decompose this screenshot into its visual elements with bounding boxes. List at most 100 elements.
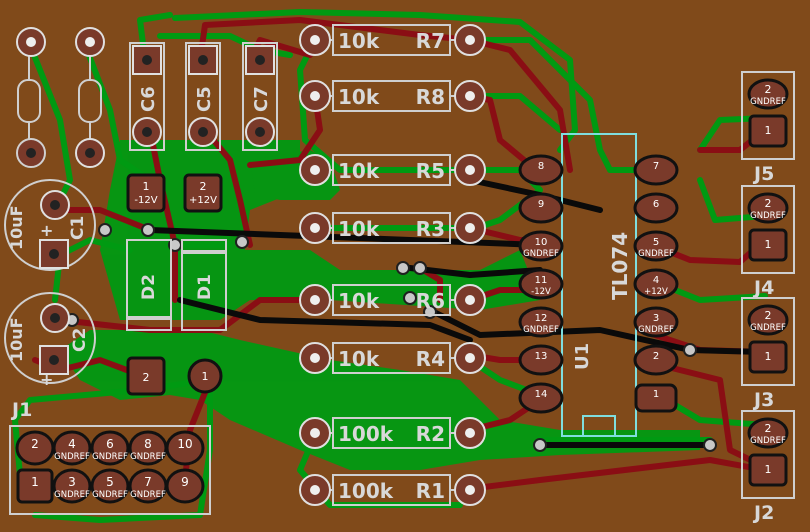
resistor-r2: 100k R2 (299, 417, 486, 449)
electrolytic-c2: + 10uF C2 (4, 292, 96, 389)
resistor-value: 10k (338, 289, 380, 313)
capacitor-c5: C5 (185, 42, 221, 151)
pin-num: 1 (653, 389, 659, 400)
pin-num: 8 (538, 161, 544, 172)
jack-ref: J2 (752, 502, 774, 524)
vertical-resistor-right (75, 27, 105, 168)
jack-pin-1[interactable]: 1 (748, 340, 788, 374)
pin-net: GNDREF (750, 97, 786, 107)
resistor-value: 10k (338, 217, 380, 241)
header-pin[interactable]: 9 (165, 468, 205, 504)
pin-net: GNDREF (92, 490, 128, 500)
chip-u1: TL074 U1 8910GNDREF11-12V12GNDREF1314765… (518, 133, 679, 437)
via (413, 261, 427, 275)
pin-num: 10 (535, 237, 548, 248)
resistor-r7: 10k R7 (299, 24, 486, 56)
pin-num: 14 (535, 389, 548, 400)
d1-ref: D1 (195, 274, 215, 300)
pin-num: 4 (68, 437, 76, 451)
chip-pin[interactable]: 7 (633, 154, 679, 186)
pin-num: 2 (765, 422, 772, 435)
chip-pin[interactable]: 9 (518, 192, 564, 224)
c1-value: 10uF (7, 205, 26, 250)
resistor-ref: R5 (416, 159, 445, 183)
header-pin[interactable]: 1 (16, 468, 54, 504)
pin-num: 13 (535, 351, 548, 362)
misc-pad-square[interactable]: 2 (126, 356, 166, 396)
chip-pin[interactable]: 11-12V (518, 268, 564, 300)
chip-pin[interactable]: 6 (633, 192, 679, 224)
chip-ref: U1 (572, 343, 593, 370)
chip-pin[interactable]: 13 (518, 344, 564, 376)
pin-num: 1 (31, 475, 39, 489)
chip-pin[interactable]: 2 (633, 344, 679, 376)
chip-pin[interactable]: 8 (518, 154, 564, 186)
resistor-ref: R7 (416, 29, 445, 53)
pin-num: 1 (765, 124, 772, 137)
c2-value: 10uF (7, 317, 26, 362)
resistor-value: 100k (338, 422, 394, 446)
pin-num: 5 (653, 237, 659, 248)
pin-num: 1 (765, 350, 772, 363)
via (396, 261, 410, 275)
resistor-value: 10k (338, 29, 380, 53)
resistor-ref: R8 (416, 85, 445, 109)
pin-num: 6 (653, 199, 659, 210)
pin-num: 11 (535, 275, 548, 286)
vertical-resistor-left (16, 27, 46, 168)
jack-pin-1[interactable]: 1 (748, 114, 788, 148)
chip-pin[interactable]: 14 (518, 382, 564, 414)
pin-num: 6 (106, 437, 114, 451)
pin-num: 4 (653, 275, 659, 286)
chip-pin[interactable]: 4+12V (633, 268, 679, 300)
power-pad-neg12[interactable]: 1 -12V (126, 173, 166, 213)
pin-net: GNDREF (130, 490, 166, 500)
pin-num: 2 (765, 197, 772, 210)
pin-net: GNDREF (54, 452, 90, 462)
chip-pin[interactable]: 1 (634, 383, 678, 413)
pin-num: 7 (144, 475, 152, 489)
misc-pad-num: 2 (143, 371, 150, 384)
jack-pin-1[interactable]: 1 (748, 228, 788, 262)
pin-num: 2 (765, 309, 772, 322)
capacitor-c6: C6 (129, 42, 165, 151)
pin-num: 2 (653, 351, 659, 362)
power-pad-pos12[interactable]: 2 +12V (183, 173, 223, 213)
jack-pin-1[interactable]: 1 (748, 453, 788, 487)
pin-num: 2 (31, 437, 39, 451)
resistor-ref: R2 (416, 422, 445, 446)
pin-num: 9 (181, 475, 189, 489)
chip-value: TL074 (608, 232, 632, 300)
pin-num: 9 (538, 199, 544, 210)
header-pin[interactable]: 10 (165, 430, 205, 466)
pin-net: GNDREF (92, 452, 128, 462)
header-pin[interactable]: 2 (15, 430, 55, 466)
pin-net: GNDREF (638, 325, 674, 335)
vias (65, 223, 717, 452)
misc-pad-round[interactable]: 1 (187, 358, 223, 394)
via (403, 291, 417, 305)
resistor-ref: R4 (416, 347, 445, 371)
